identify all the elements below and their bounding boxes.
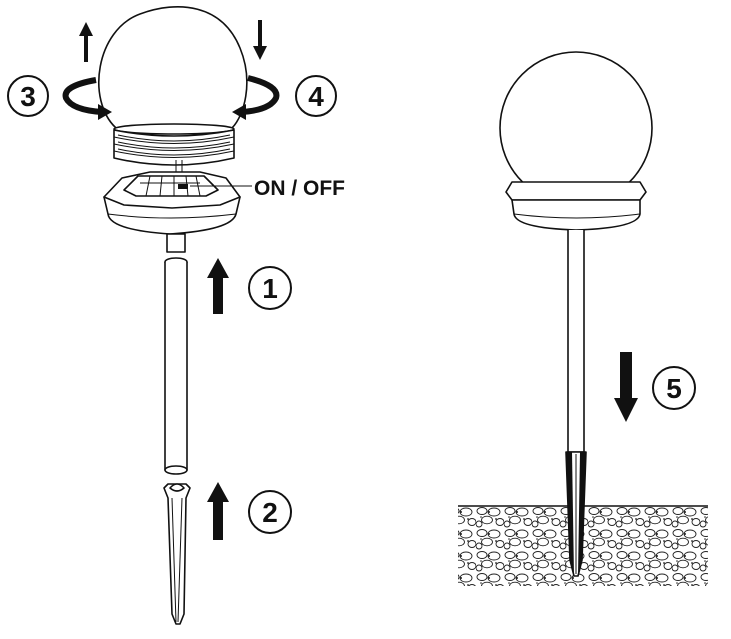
step-1-up-arrow-icon — [207, 258, 229, 314]
step-4-number: 4 — [308, 81, 324, 112]
rotate-right-icon — [232, 75, 280, 120]
step-5-marker: 5 — [652, 366, 696, 410]
step-5-down-arrow-icon — [614, 352, 638, 422]
solar-cap — [103, 171, 241, 235]
threaded-neck — [113, 129, 235, 166]
switch-label: ON / OFF — [254, 177, 345, 200]
step-1-number: 1 — [262, 273, 278, 304]
step-2-up-arrow-icon — [207, 482, 229, 540]
up-arrow-icon — [79, 22, 93, 62]
spike-right — [565, 451, 587, 577]
assembled-lamp: 5 — [458, 51, 708, 586]
tube-right — [567, 230, 585, 453]
cap-stem — [166, 233, 186, 253]
step-3-marker: 3 — [7, 75, 49, 117]
step-3-number: 3 — [20, 81, 36, 112]
down-arrow-icon — [253, 20, 267, 60]
ground-spike — [163, 483, 191, 625]
step-1-marker: 1 — [248, 266, 292, 310]
step-2-marker: 2 — [248, 490, 292, 534]
step-2-number: 2 — [262, 497, 278, 528]
exploded-assembly: ON / OFF — [7, 6, 345, 625]
step-5-number: 5 — [666, 373, 682, 404]
cap-right — [505, 181, 647, 231]
step-4-marker: 4 — [295, 75, 337, 117]
rotate-left-icon — [62, 77, 112, 120]
stake-tube — [164, 257, 188, 475]
switch-knob — [178, 184, 188, 189]
globe-left — [97, 6, 248, 135]
